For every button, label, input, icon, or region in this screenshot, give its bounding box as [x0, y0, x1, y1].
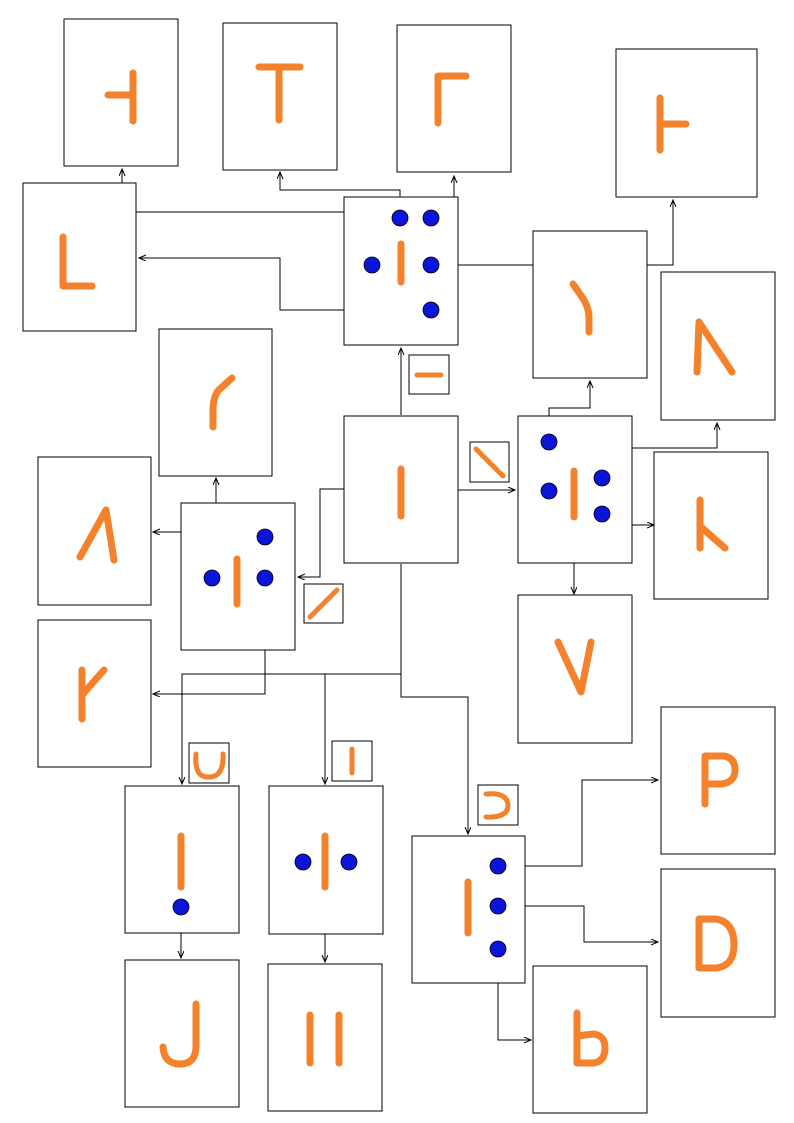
glyph-double-bar: [306, 1011, 343, 1067]
connector-top-to-right-tick-t: [431, 200, 673, 266]
connector-center-to-left-hub: [298, 488, 344, 577]
node-top-hub-lower-right: [422, 301, 440, 319]
node-right-hub-lower-right: [593, 505, 611, 523]
node-arc-hub-upper: [489, 857, 507, 875]
node-left-hub-mid-left: [203, 569, 221, 587]
connector-center-to-arc-hub: [400, 674, 468, 834]
glyph-left-hook-t: [104, 69, 137, 125]
node-left-hub-mid-right: [256, 569, 274, 587]
boxes: [22, 18, 776, 1114]
glyph-modifier-cup: [193, 751, 226, 780]
glyph-right-tick-t: [656, 94, 690, 154]
glyph-right-foot: [696, 496, 729, 552]
glyph-t-shape: [255, 63, 304, 124]
node-bar-hub-right: [340, 853, 358, 871]
glyphs: [59, 63, 739, 1068]
node-top-hub-upper-right: [422, 209, 440, 227]
box-d-shape: [660, 868, 776, 1018]
node-top-hub-mid-right: [422, 256, 440, 274]
glyph-modifier-arc: [483, 791, 511, 820]
glyph-gamma-shape: [434, 72, 470, 127]
glyph-k-reverse: [78, 666, 108, 723]
node-arc-hub-middle: [489, 897, 507, 915]
box-modifier-arc: [477, 784, 519, 826]
glyph-modifier-backslash: [473, 446, 506, 479]
node-top-hub-mid-left: [363, 256, 381, 274]
box-l-shape: [22, 182, 137, 332]
box-v-shape: [517, 594, 633, 744]
attachment-points: [172, 209, 611, 958]
box-soft-sign: [532, 965, 648, 1114]
glyph-soft-sign: [573, 1009, 609, 1067]
box-k-reverse: [37, 619, 152, 768]
node-right-hub-mid-left: [540, 482, 558, 500]
glyph-modifier-slash: [307, 587, 340, 620]
box-right-foot: [653, 451, 769, 600]
connector-center-to-cup-hub: [182, 673, 401, 784]
node-cup-hub-bottom: [172, 898, 190, 916]
box-gamma-shape: [396, 24, 512, 173]
glyph-p-shape: [701, 752, 739, 808]
glyph-left-bend: [209, 374, 236, 431]
box-right-bend: [532, 230, 648, 379]
node-right-hub-upper-right: [593, 469, 611, 487]
connector-arc-to-d: [498, 905, 658, 942]
glyph-d-shape: [695, 915, 738, 972]
node-arc-hub-lower: [489, 940, 507, 958]
glyph-l-shape: [59, 233, 96, 290]
node-right-hub-upper-left: [540, 433, 558, 451]
box-j-shape: [124, 959, 240, 1108]
node-top-hub-upper-left: [391, 209, 409, 227]
node-left-hub-upper-right: [256, 528, 274, 546]
connector-top-to-left-hook-t: [122, 169, 373, 265]
node-bar-hub-left: [294, 853, 312, 871]
glyph-v-shape: [554, 638, 595, 696]
glyph-lambda-shape: [693, 318, 736, 376]
glyph-left-lambda: [76, 506, 118, 564]
box-double-bar: [267, 963, 383, 1112]
connector-arc-to-p: [498, 780, 658, 867]
glyph-j-shape: [159, 1000, 200, 1068]
glyph-right-bend: [569, 280, 593, 336]
